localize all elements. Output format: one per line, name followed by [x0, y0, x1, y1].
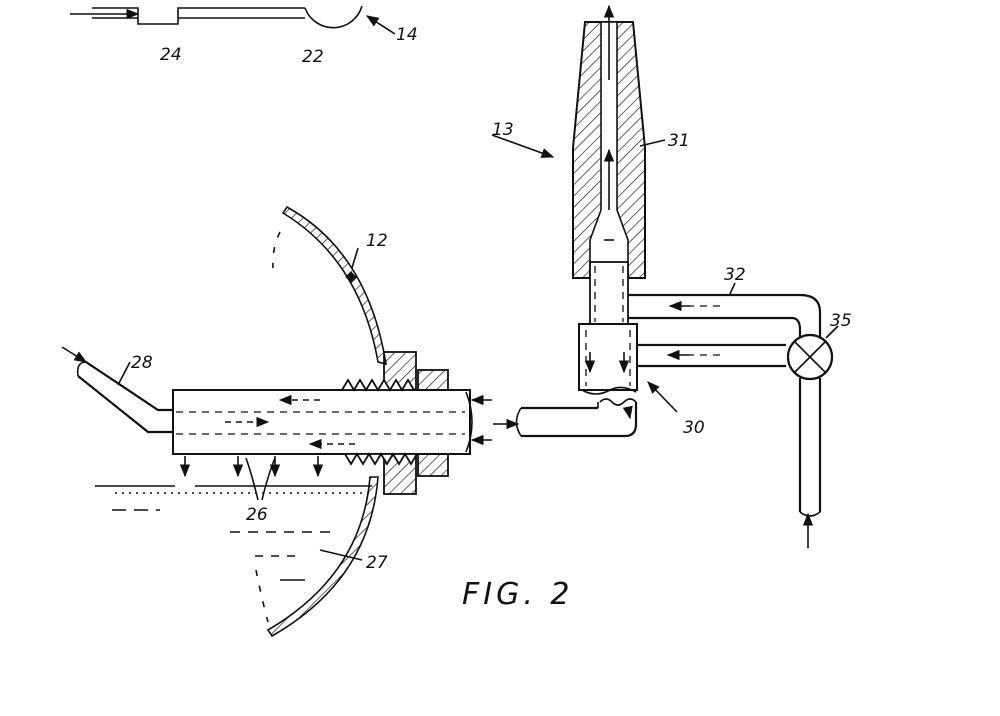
label-12: 12	[366, 231, 388, 251]
label-28: 28	[131, 353, 153, 373]
label-35: 35	[830, 311, 852, 331]
label-13: 13	[492, 120, 514, 140]
label-14: 14	[396, 25, 418, 45]
recirculation-pipe-32	[628, 293, 839, 548]
nozzle-31	[491, 4, 646, 279]
label-26: 26	[246, 505, 268, 525]
mixing-chamber-30	[578, 261, 678, 413]
horizontal-pipe	[172, 389, 492, 501]
bulkhead-fitting	[340, 351, 449, 495]
reference-labels: 24 22 14 13 31 12 32 35 28 30 26 27 FIG.…	[131, 25, 852, 612]
inlet-pipe-28	[61, 346, 175, 434]
label-31: 31	[668, 131, 690, 151]
connector-pipe	[493, 398, 638, 438]
top-fragment	[70, 5, 396, 35]
leader-lines	[117, 139, 736, 561]
label-30: 30	[683, 418, 705, 438]
figure-caption: FIG. 2	[462, 577, 574, 612]
label-24: 24	[160, 45, 182, 65]
label-22: 22	[302, 47, 324, 67]
label-32: 32	[724, 265, 746, 285]
liquid-lines	[95, 485, 372, 581]
label-27: 27	[366, 553, 388, 573]
